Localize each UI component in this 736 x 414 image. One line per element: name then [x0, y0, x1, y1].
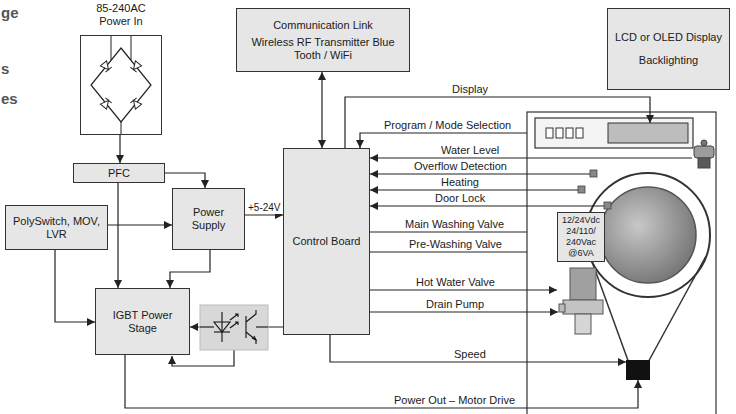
connector [245, 214, 283, 215]
display-box: LCD or OLED DisplayBacklighting [607, 8, 730, 90]
connector [117, 183, 118, 288]
connector-label: Pre-Washing Valve [407, 238, 504, 251]
drum [600, 187, 696, 283]
box-title: Power Supply [177, 206, 240, 232]
diode-bridge-symbol [81, 36, 161, 134]
optocoupler [245, 316, 246, 338]
connector [55, 250, 95, 322]
optocoupler [200, 305, 268, 350]
optocoupler [200, 310, 268, 344]
signal-wires [345, 97, 650, 148]
signal-label: Program / Mode Selection [382, 119, 513, 132]
box-text: Backlighting [639, 54, 698, 67]
signal-wires [370, 173, 590, 174]
panel-buttons [576, 128, 583, 138]
connector [119, 135, 120, 163]
box-text: Wireless RF Transmitter Blue Tooth / WiF… [241, 36, 405, 62]
valve-picture [559, 268, 603, 334]
pressure-switch [701, 140, 707, 146]
appliance-housing [527, 112, 716, 414]
signal-label: Overflow Detection [412, 160, 509, 173]
connector [170, 250, 210, 288]
power-supply-box: Power Supply [172, 188, 245, 250]
box-title: 12/24Vdc 24/110/ 240Vac @6VA [562, 215, 600, 259]
panel-buttons [566, 128, 573, 138]
optocoupler [230, 314, 238, 320]
signal-wires [125, 355, 638, 408]
signal-wires [370, 205, 604, 206]
sensor-marks [604, 202, 611, 209]
communication-box: Communication LinkWireless RF Transmitte… [236, 8, 410, 72]
optocoupler [200, 326, 214, 327]
signal-wires [330, 335, 626, 362]
pressure-switch [698, 158, 710, 168]
connector-label: Main Washing Valve [403, 218, 506, 231]
signal-label: Heating [439, 176, 481, 189]
optocoupler [214, 331, 230, 332]
optocoupler [230, 322, 238, 328]
drive-belt [646, 256, 706, 366]
optocoupler [246, 310, 256, 344]
signal-wires [370, 289, 557, 290]
panel-buttons [556, 128, 563, 138]
connector [321, 72, 322, 148]
box-title: Control Board [293, 235, 361, 248]
optocoupler [221, 312, 222, 342]
igbt-box: IGBT Power Stage [95, 288, 190, 355]
box-title: 85-240AC Power In [81, 2, 161, 28]
signal-wires [370, 189, 578, 190]
signal-label: Door Lock [433, 192, 487, 205]
signal-wires [125, 97, 692, 408]
panel-buttons [546, 128, 583, 138]
signal-wires [370, 157, 692, 158]
signal-label: Power Out – Motor Drive [392, 394, 517, 407]
display-screen [608, 123, 688, 143]
signal-label: Hot Water Valve [414, 276, 497, 289]
sensor-marks [578, 186, 585, 193]
panel-buttons [546, 128, 553, 138]
pfc-box: PFC [73, 163, 165, 183]
box-title: IGBT Power Stage [100, 309, 185, 335]
cropped-text: es [1, 90, 18, 107]
motor [626, 360, 650, 380]
valve-picture [570, 268, 596, 300]
optocoupler [252, 336, 256, 340]
box-title: Communication Link [273, 19, 373, 32]
rectifier-bridge: 85-240AC Power In [80, 35, 162, 135]
valve-picture [559, 304, 565, 312]
drive-belt [590, 256, 706, 366]
connector [108, 224, 172, 225]
appliance-housing [527, 112, 716, 414]
optocoupler [256, 326, 268, 327]
pressure-switch [694, 146, 714, 158]
box-title: PFC [108, 167, 130, 180]
optocoupler [200, 305, 268, 350]
box-title: LCD or OLED Display [615, 31, 722, 44]
cropped-text: ge [1, 4, 19, 21]
appliance-housing [535, 118, 693, 148]
signal-label: Display [450, 83, 490, 96]
connector [165, 173, 205, 188]
signal-label: Drain Pump [424, 298, 486, 311]
valve-rating-box: 12/24Vdc 24/110/ 240Vac @6VA [557, 212, 605, 262]
cropped-text: s [1, 60, 9, 77]
signal-label: Speed [452, 348, 488, 361]
pressure-switch [694, 140, 714, 168]
optocoupler [214, 322, 230, 332]
valve-picture [563, 300, 603, 314]
sensor-marks [578, 170, 611, 209]
signal-label: Water Level [439, 144, 501, 157]
protection-box: PolySwitch, MOV, LVR [5, 205, 108, 250]
control-board: Control Board [283, 148, 370, 335]
box-title: PolySwitch, MOV, LVR [10, 215, 103, 241]
sensor-marks [590, 170, 597, 177]
connector-label: +5-24V [246, 202, 283, 214]
signal-wires [370, 311, 558, 312]
valve-picture [575, 314, 591, 334]
